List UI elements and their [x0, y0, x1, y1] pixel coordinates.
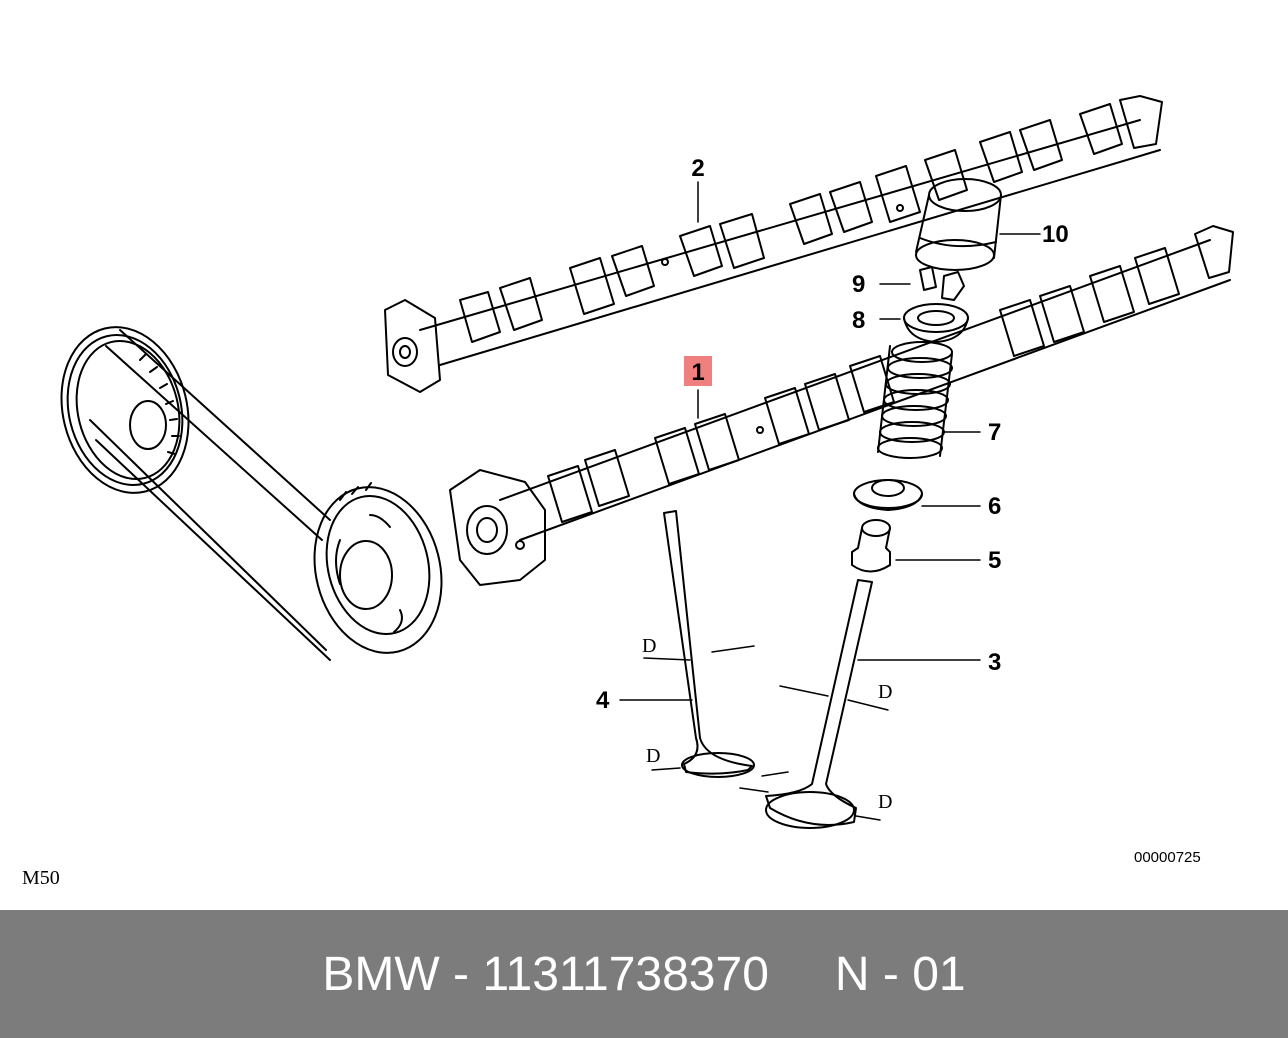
parts-diagram: 2 1 10 9 8 7 6 5 3 4 D D D D M50 0000072…	[22, 95, 1234, 889]
exhaust-camshaft	[384, 95, 1163, 393]
callout-3[interactable]: 3	[988, 649, 1001, 676]
leader-lines	[619, 181, 1041, 821]
engine-code: M50	[22, 867, 60, 889]
brand-name: BMW	[322, 947, 440, 1001]
dimension-d-label: D	[642, 635, 656, 657]
lower-sprocket	[325, 482, 431, 635]
callout-2[interactable]: 2	[691, 155, 704, 182]
position-prefix: N	[834, 947, 870, 1001]
part-info-bar: BMW - 11311738370 N - 01	[0, 910, 1288, 1038]
spring-retainer	[903, 303, 969, 343]
exhaust-valve	[663, 510, 755, 778]
valve-stem-seal	[851, 519, 891, 573]
callout-1[interactable]: 1	[691, 359, 704, 386]
callout-10[interactable]: 10	[1042, 221, 1069, 248]
part-number: 11311738370	[482, 947, 769, 1001]
dimension-d-label: D	[878, 791, 892, 813]
separator: -	[453, 947, 470, 1001]
callout-5[interactable]: 5	[988, 547, 1001, 574]
valve-spring	[877, 341, 953, 459]
intake-camshaft	[449, 225, 1234, 586]
intake-valve	[765, 579, 873, 829]
exploded-view-drawing: 2 1 10 9 8 7 6 5 3 4 D D D D M50 0000072…	[22, 95, 1234, 889]
callout-6[interactable]: 6	[988, 493, 1001, 520]
position-number: 01	[912, 947, 966, 1001]
bucket-tappet	[915, 178, 1002, 271]
timing-chain	[60, 326, 443, 661]
dimension-d-label: D	[646, 745, 660, 767]
callout-7[interactable]: 7	[988, 419, 1001, 446]
drawing-number: 00000725	[1134, 849, 1201, 866]
valve-keepers	[919, 266, 965, 301]
spring-seat	[853, 479, 923, 511]
dimension-d-label: D	[878, 681, 892, 703]
separator: -	[882, 947, 899, 1001]
upper-sprocket	[75, 340, 181, 480]
selected-callout-highlight	[684, 356, 712, 386]
callout-9[interactable]: 9	[852, 271, 865, 298]
callout-8[interactable]: 8	[852, 307, 865, 334]
callout-4[interactable]: 4	[596, 687, 610, 714]
